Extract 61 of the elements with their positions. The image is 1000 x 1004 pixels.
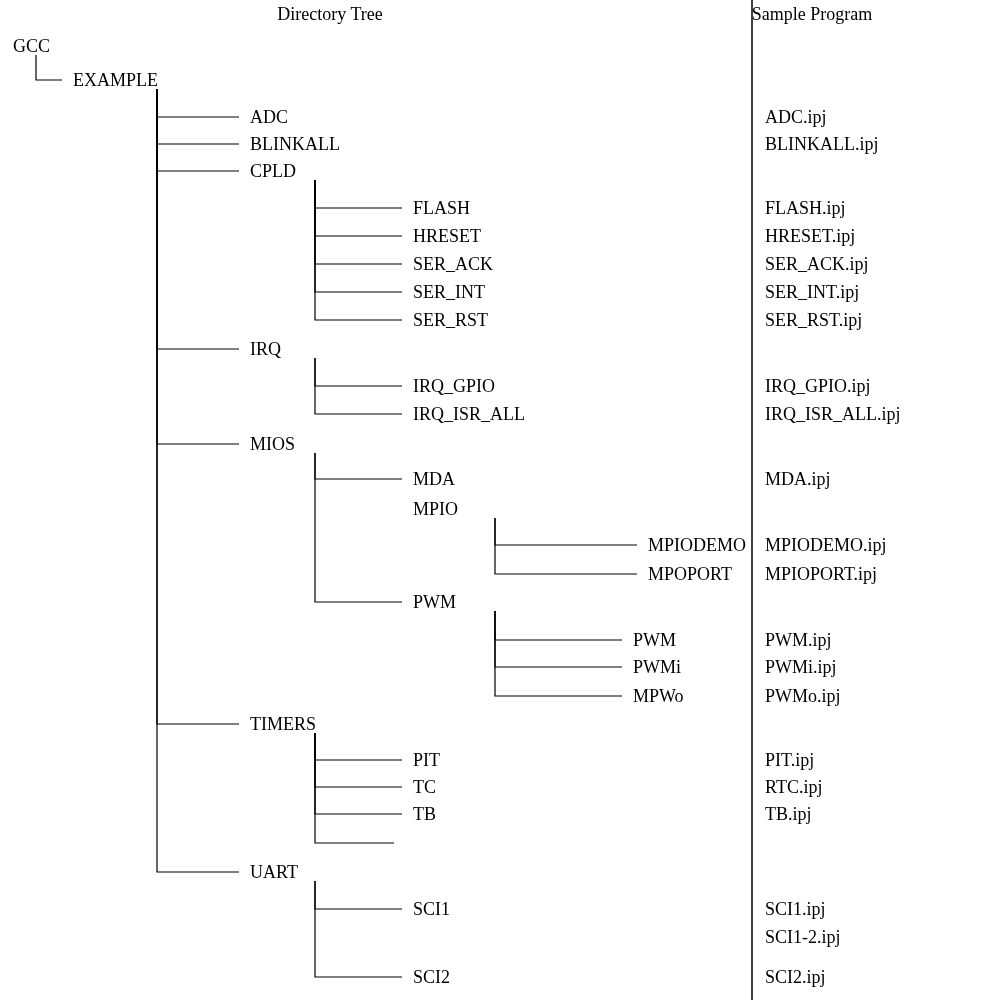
tree-connector (494, 517, 638, 575)
tree-connector (35, 54, 63, 81)
folder-name: IRQ_GPIO (412, 375, 496, 397)
folder-name: BLINKALL (249, 133, 341, 155)
folder-name: TB (412, 803, 437, 825)
program-file-name: SCI2.ipj (765, 966, 826, 988)
program-file-name: PWM.ipj (765, 629, 832, 651)
program-file-name: SER_RST.ipj (765, 309, 863, 331)
program-file-name: SCI1.ipj (765, 898, 826, 920)
tree-connector (314, 357, 403, 415)
tree-connector (314, 880, 403, 978)
folder-name: MPIODEMO (647, 534, 747, 556)
folder-name: SCI2 (412, 966, 451, 988)
program-file-name: MDA.ipj (765, 468, 831, 490)
folder-name: MIOS (249, 433, 319, 455)
program-file-name: PIT.ipj (765, 749, 815, 771)
folder-name: IRQ (249, 338, 319, 360)
folder-name: PWMi (632, 656, 682, 678)
program-file-name: SCI1-2.ipj (765, 926, 841, 948)
folder-name: PWM (412, 591, 499, 613)
program-file-name: SER_INT.ipj (765, 281, 860, 303)
program-file-name: PWMi.ipj (765, 656, 837, 678)
program-file-name: MPIODEMO.ipj (765, 534, 887, 556)
folder-name: MPIO (412, 498, 499, 520)
folder-name: TC (412, 776, 437, 798)
program-file-name: FLASH.ipj (765, 197, 846, 219)
tree-connector (156, 88, 240, 873)
program-file-name: BLINKALL.ipj (765, 133, 879, 155)
program-file-name: MPIOPORT.ipj (765, 563, 878, 585)
folder-name: MDA (412, 468, 456, 490)
folder-name: SER_RST (412, 309, 490, 331)
program-file-name: IRQ_GPIO.ipj (765, 375, 871, 397)
tree-connector (314, 732, 395, 844)
program-file-name: RTC.ipj (765, 776, 823, 798)
tree-connector (314, 452, 403, 603)
program-file-name: PWMo.ipj (765, 685, 841, 707)
column-heading: Sample Program (751, 3, 873, 25)
folder-name: CPLD (249, 160, 319, 182)
folder-name: PWM (632, 629, 677, 651)
folder-name: SCI1 (412, 898, 451, 920)
folder-name: UART (249, 861, 319, 883)
folder-name: HRESET (412, 225, 482, 247)
program-file-name: TB.ipj (765, 803, 812, 825)
folder-name: FLASH (412, 197, 471, 219)
folder-name: MPWo (632, 685, 685, 707)
program-file-name: HRESET.ipj (765, 225, 856, 247)
program-file-name: IRQ_ISR_ALL.ipj (765, 403, 901, 425)
program-file-name: SER_ACK.ipj (765, 253, 869, 275)
column-heading: Directory Tree (277, 3, 383, 25)
folder-name: SER_INT (412, 281, 486, 303)
folder-name: MPOPORT (647, 563, 733, 585)
folder-name: PIT (412, 749, 441, 771)
tree-connector (314, 179, 403, 321)
folder-name: TIMERS (249, 713, 319, 735)
folder-name: ADC (249, 106, 289, 128)
folder-name: EXAMPLE (72, 69, 161, 91)
tree-connector (494, 610, 623, 697)
folder-name: IRQ_ISR_ALL (412, 403, 526, 425)
folder-name: SER_ACK (412, 253, 494, 275)
program-file-name: ADC.ipj (765, 106, 827, 128)
folder-name: GCC (12, 35, 51, 57)
